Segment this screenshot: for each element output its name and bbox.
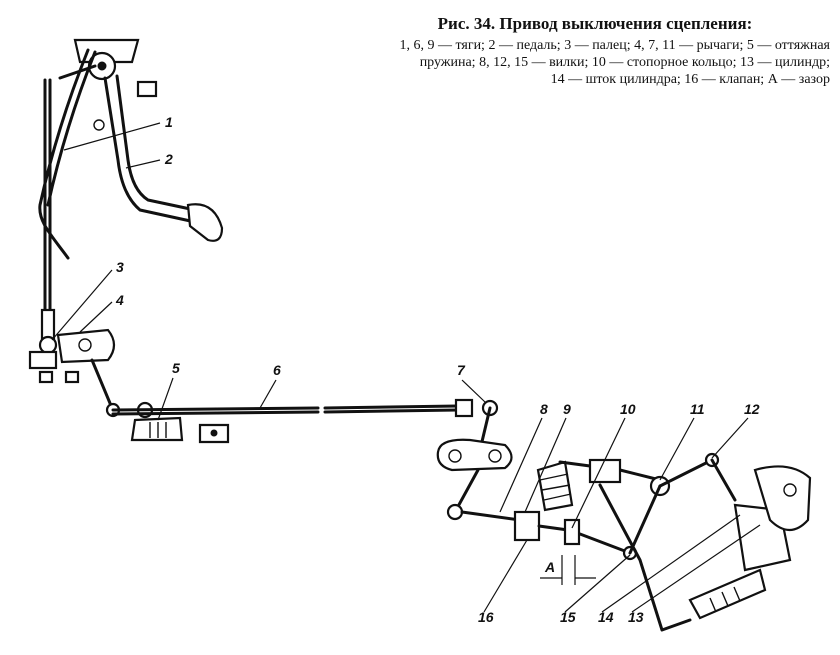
valve-16-assembly (446, 460, 638, 561)
callout-3: 3 (116, 259, 124, 275)
legend-line-1: 1, 6, 9 — тяги; 2 — педаль; 3 — палец; 4… (399, 38, 830, 53)
callout-5: 5 (172, 360, 180, 376)
callout-6: 6 (273, 362, 281, 378)
lever-11 (558, 452, 720, 632)
callout-15: 15 (560, 609, 576, 625)
lever-7 (436, 406, 513, 514)
pedal-2 (103, 74, 224, 242)
figure-legend: 1, 6, 9 — тяги; 2 — педаль; 3 — палец; 4… (300, 37, 830, 88)
callout-11: 11 (690, 401, 705, 417)
callout-12: 12 (744, 401, 760, 417)
figure-caption: Рис. 34. Привод выключения сцепления: 1,… (300, 14, 830, 88)
callout-10: 10 (620, 401, 636, 417)
rod-6 (105, 398, 499, 444)
legend-line-3: 14 — шток цилиндра; 16 — клапан; А — заз… (550, 72, 830, 87)
callout-13: 13 (628, 609, 644, 625)
callout-4: 4 (115, 292, 124, 308)
legend-line-2: пружина; 8, 12, 15 — вилки; 10 — стопорн… (419, 55, 830, 70)
rod-1 (38, 48, 97, 260)
gap-A-marker (540, 555, 596, 585)
callout-8: 8 (540, 401, 548, 417)
vertical-rod (40, 78, 56, 342)
callout-A: A (544, 559, 555, 575)
callout-7: 7 (457, 362, 466, 378)
callout-16: 16 (478, 609, 494, 625)
callout-9: 9 (563, 401, 571, 417)
callout-14: 14 (598, 609, 614, 625)
lever-4-assembly (28, 328, 116, 410)
callout-1: 1 (165, 114, 173, 130)
callout-2: 2 (164, 151, 173, 167)
callouts: 1 2 3 4 5 6 7 8 9 10 11 12 13 14 15 16 A (51, 114, 761, 625)
figure-title: Рис. 34. Привод выключения сцепления: (437, 14, 753, 33)
cylinder-13 (688, 458, 812, 620)
